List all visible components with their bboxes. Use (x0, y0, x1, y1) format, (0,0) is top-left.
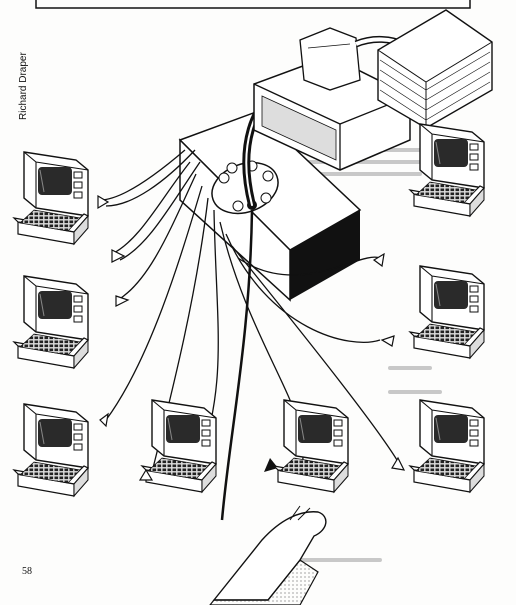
page-number: 58 (22, 566, 32, 577)
terminal-left-middle (14, 276, 88, 368)
terminal-right-middle (410, 266, 484, 358)
terminal-left-top (14, 152, 88, 244)
terminal-right-bottom (410, 400, 484, 492)
terminal-bottom-left (142, 400, 216, 492)
terminal-right-top (410, 124, 484, 216)
terminal-bottom-right (274, 400, 348, 492)
terminal-left-bottom (14, 404, 88, 496)
illustrator-credit: Richard Draper (18, 40, 32, 120)
